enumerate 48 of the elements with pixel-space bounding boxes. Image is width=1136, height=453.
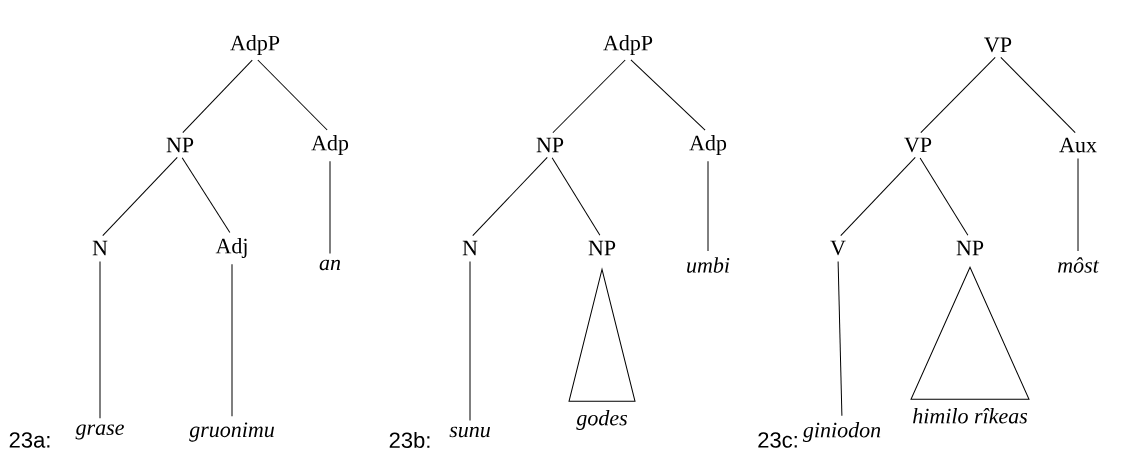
category-label: VP	[984, 37, 1012, 53]
category-label: VP	[904, 137, 932, 153]
word-label: himilo rîkeas	[913, 408, 1028, 424]
word-label: godes	[576, 410, 627, 430]
branch-line	[99, 260, 101, 419]
category-label: V	[830, 240, 846, 256]
branch-line	[630, 59, 706, 131]
word-label: giniodon	[802, 422, 881, 442]
category-label: NP	[166, 137, 194, 153]
word-label: an	[319, 259, 341, 271]
branch-line	[552, 59, 626, 134]
example-number: 23b:	[389, 431, 430, 449]
branch-line	[257, 59, 328, 131]
example-number: 23c:	[758, 432, 797, 448]
category-label: AdpP	[603, 35, 653, 55]
branch-line	[181, 157, 231, 233]
category-label: Adj	[215, 238, 247, 258]
category-label: N	[92, 240, 108, 256]
branch-line	[182, 59, 253, 134]
branch-line	[840, 156, 916, 237]
branch-line	[329, 160, 331, 254]
word-label: umbi	[687, 257, 730, 273]
triangle-symbol	[568, 268, 636, 402]
word-label: sunu	[449, 426, 490, 438]
category-label: NP	[536, 137, 564, 153]
branch-line	[472, 156, 548, 237]
category-label: Adp	[311, 135, 349, 155]
word-label: grase	[75, 424, 124, 440]
category-label: NP	[956, 240, 984, 256]
branch-line	[102, 156, 178, 237]
category-label: Aux	[1059, 137, 1097, 153]
branch-line	[1077, 158, 1079, 252]
word-label: môst	[1058, 257, 1100, 273]
category-label: N	[462, 240, 478, 256]
branch-line	[551, 157, 601, 236]
branch-line	[920, 56, 996, 134]
branch-line	[1000, 56, 1076, 134]
word-label: gruonimu	[189, 422, 274, 442]
triangle-symbol	[910, 266, 1030, 400]
example-number: 23a:	[9, 432, 50, 448]
branch-line	[231, 263, 233, 417]
branch-line	[707, 160, 709, 252]
branch-line	[469, 260, 471, 421]
branch-line	[919, 157, 969, 236]
category-label: Adp	[689, 135, 727, 155]
category-label: NP	[588, 240, 616, 256]
branch-line	[837, 261, 843, 417]
category-label: AdpP	[230, 35, 280, 55]
